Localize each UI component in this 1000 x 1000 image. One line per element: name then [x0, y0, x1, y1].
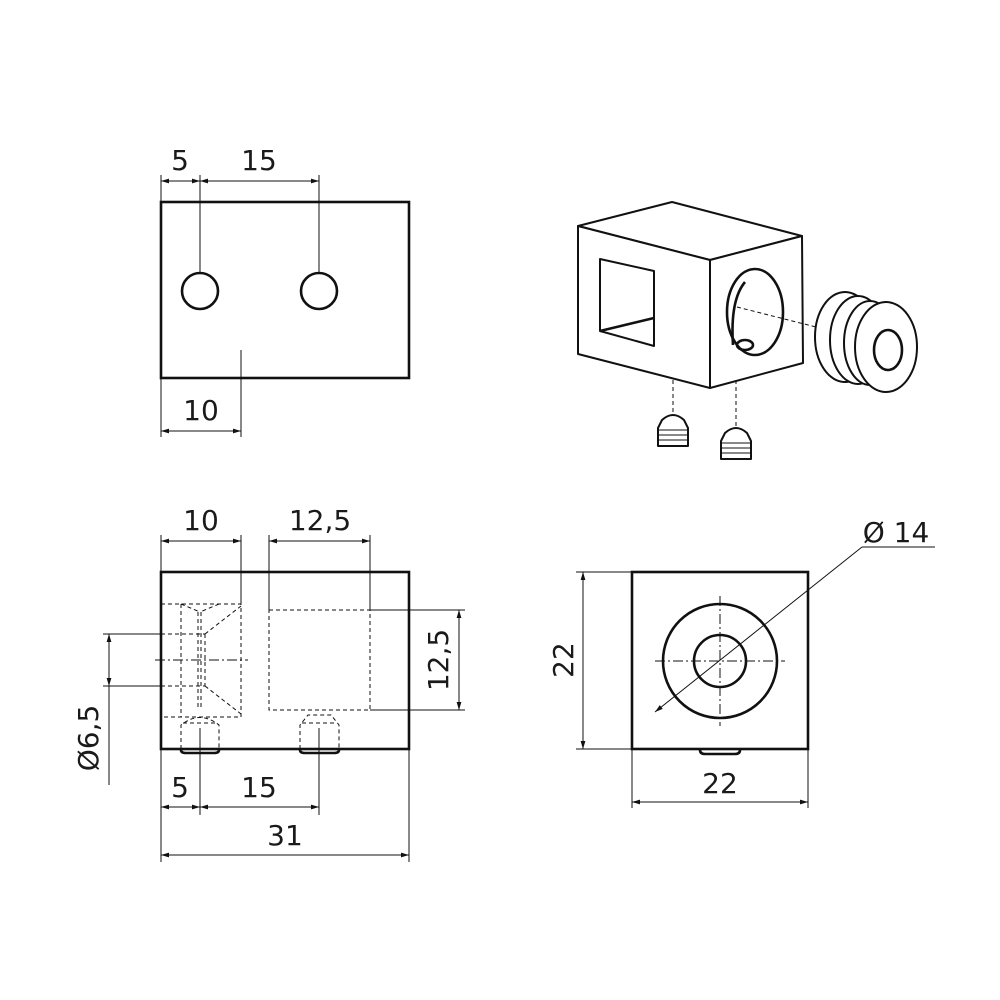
set-screw-1: [657, 414, 689, 447]
side-view: Ø 14 22 22: [547, 516, 935, 808]
bushing: [814, 291, 918, 393]
dim-front-10: 10: [183, 504, 219, 537]
dim-front-31: 31: [267, 819, 303, 852]
set-screw-2: [720, 427, 752, 460]
screw: [698, 749, 742, 756]
hole-1: [180, 271, 220, 311]
isometric-view: [577, 201, 918, 460]
square-opening: [268, 609, 371, 711]
top-view: 5 15 10: [159, 144, 411, 437]
hole-2: [299, 271, 339, 311]
dim-side-diameter-14: Ø 14: [863, 516, 930, 549]
dim-side-height-22: 22: [547, 642, 580, 678]
dim-side-width-22: 22: [702, 767, 738, 800]
block-outline: [630, 570, 810, 751]
front-view: 10 12,5 12,5 Ø6,5 5 15 31: [72, 504, 465, 862]
dim-front-5: 5: [171, 771, 189, 804]
dim-front-12-5-width: 12,5: [289, 504, 351, 537]
dim-front-diameter-6-5: Ø6,5: [72, 705, 105, 772]
dim-front-12-5-height: 12,5: [422, 629, 455, 691]
dim-front-15: 15: [241, 771, 277, 804]
bore-hole: [725, 267, 785, 357]
dim-top-15: 15: [241, 144, 277, 177]
dim-top-10: 10: [183, 394, 219, 427]
square-window: [599, 258, 655, 347]
inner-bore: [692, 633, 748, 689]
dim-top-5: 5: [171, 144, 189, 177]
block-outline: [159, 200, 411, 380]
